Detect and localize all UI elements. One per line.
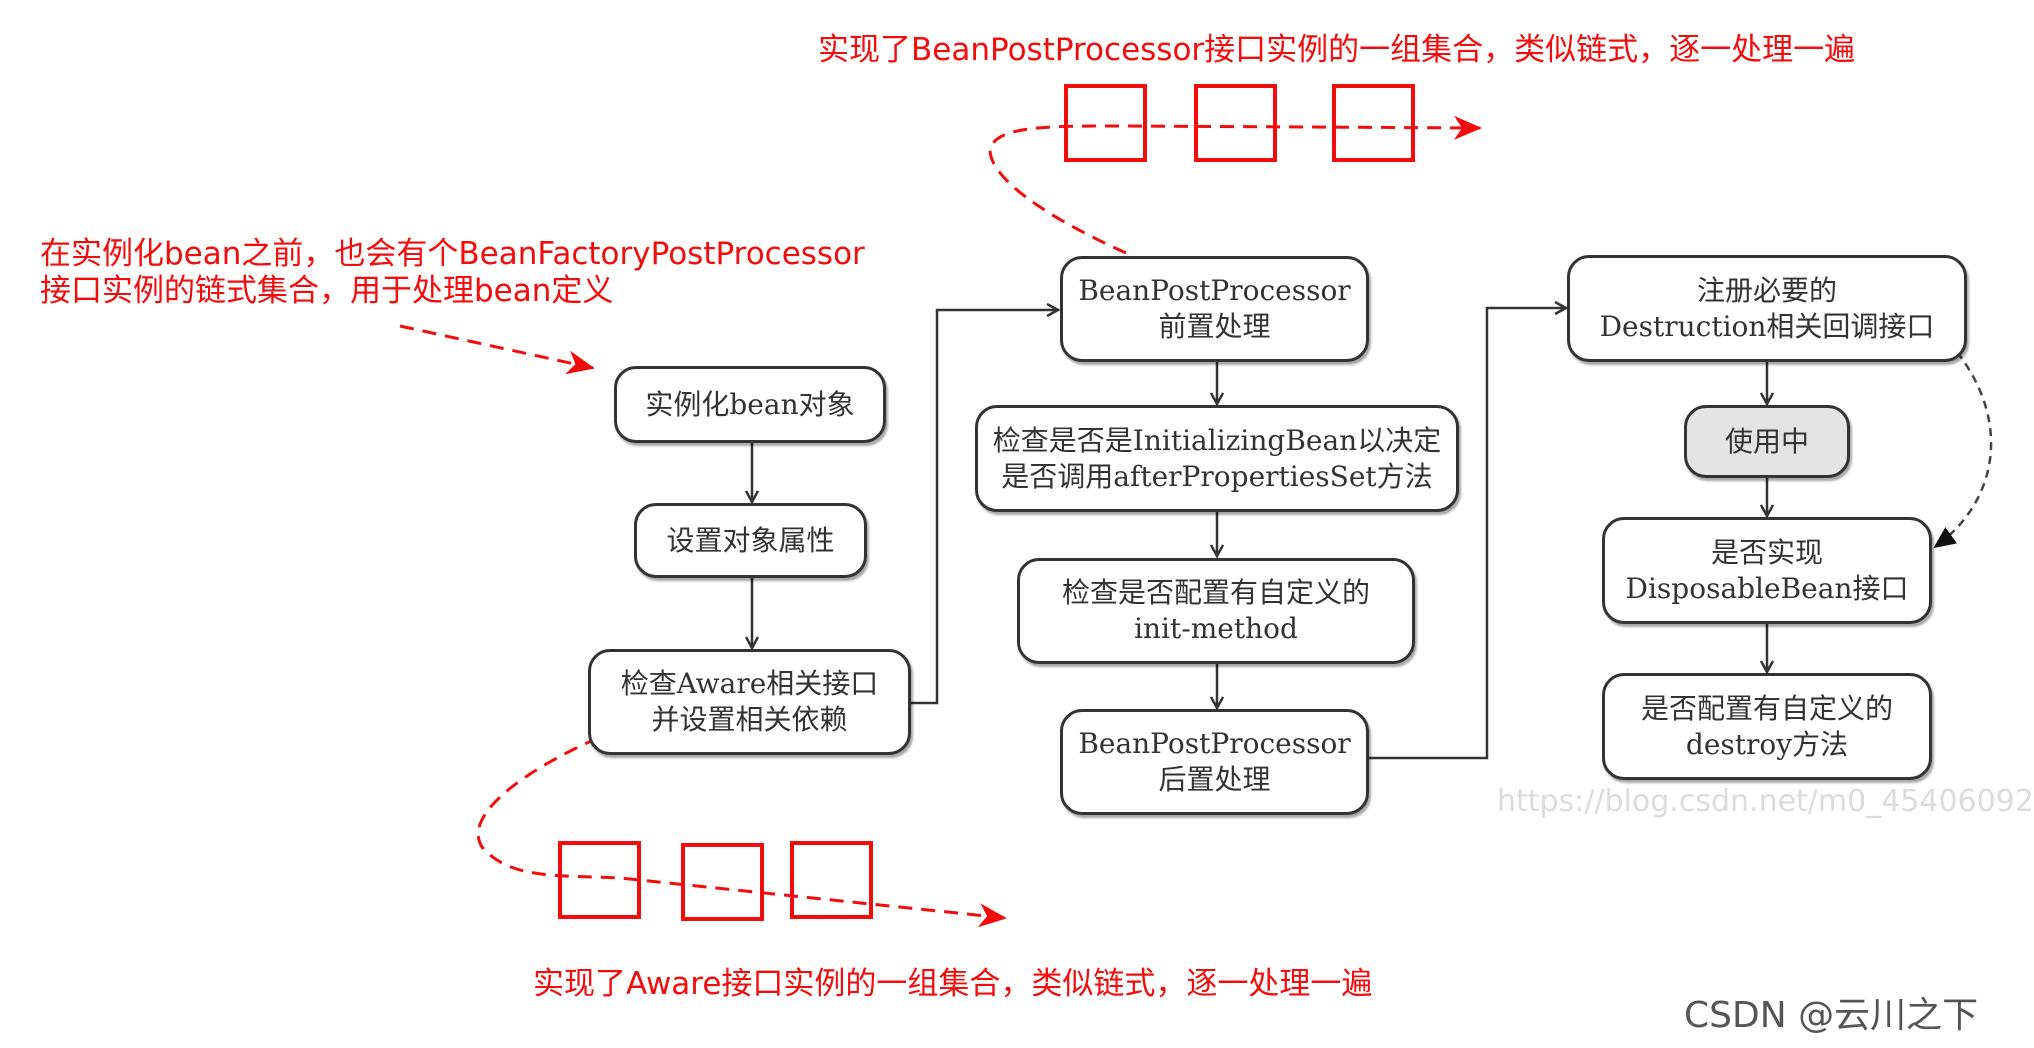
note-bpp-chain: 实现了BeanPostProcessor接口实例的一组集合，类似链式，逐一处理一… <box>818 32 1856 68</box>
node-label-line: 设置对象属性 <box>666 523 835 557</box>
bpp-chain-dashed-arrow <box>988 115 1482 255</box>
bfpp-dashed-arrow <box>399 324 595 375</box>
node-label-line: 后置处理 <box>1158 763 1271 796</box>
node-label-line: BeanPostProcessor <box>1078 727 1351 760</box>
node-set-properties: 设置对象属性 <box>634 503 867 578</box>
note-bfpp-line-1: 在实例化bean之前，也会有个BeanFactoryPostProcessor <box>40 236 865 272</box>
dashed-arrow-destruction-to-disposable <box>1933 351 1993 549</box>
aware-chain-box-3 <box>790 841 873 919</box>
node-label-line: 使用中 <box>1724 424 1809 458</box>
node-label-line: 前置处理 <box>1158 310 1271 343</box>
watermark-url: https://blog.csdn.net/m0_45406092 <box>1497 784 2034 819</box>
connectors <box>752 308 1767 760</box>
node-label-line: 并设置相关依赖 <box>651 703 848 736</box>
node-in-use: 使用中 <box>1684 405 1850 478</box>
node-label-line: 是否调用afterPropertiesSet方法 <box>1001 459 1433 493</box>
bpp-chain-box-3 <box>1332 84 1415 162</box>
node-label-line: Destruction相关回调接口 <box>1599 309 1935 343</box>
node-label-line: destroy方法 <box>1685 727 1849 761</box>
note-aware-chain: 实现了Aware接口实例的一组集合，类似链式，逐一处理一遍 <box>533 966 1373 1002</box>
node-label-line: 检查是否配置有自定义的 <box>1061 576 1370 609</box>
node-label-line: 注册必要的 <box>1696 273 1837 307</box>
node-aware-check: 检查Aware相关接口并设置相关依赖 <box>588 649 911 755</box>
aware-chain-group <box>476 736 1007 928</box>
node-label-line: init-method <box>1134 612 1298 645</box>
arrow-aware-to-bpp-before <box>911 310 1058 705</box>
node-label-line: BeanPostProcessor <box>1078 274 1351 307</box>
bpp-chain-box-1 <box>1064 84 1147 162</box>
node-label-line: 是否配置有自定义的 <box>1640 691 1893 725</box>
node-label-line: 是否实现 <box>1710 535 1823 569</box>
bpp-chain-group <box>988 84 1482 255</box>
bpp-chain-box-2 <box>1194 84 1277 162</box>
aware-chain-dashed-arrow <box>476 736 1007 928</box>
aware-chain-box-2 <box>681 843 764 921</box>
node-initializing-bean: 检查是否是InitializingBean以决定是否调用afterPropert… <box>975 405 1459 512</box>
node-label-line: 实例化bean对象 <box>645 387 855 421</box>
node-instantiate-bean: 实例化bean对象 <box>614 366 886 443</box>
aware-chain-box-1 <box>558 841 641 919</box>
node-label-line: 检查Aware相关接口 <box>620 667 879 700</box>
node-label-line: 检查是否是InitializingBean以决定 <box>992 423 1442 457</box>
watermark-csdn: CSDN @云川之下 <box>1684 995 1979 1036</box>
node-label-line: DisposableBean接口 <box>1625 571 1909 605</box>
note-bfpp-chain: 在实例化bean之前，也会有个BeanFactoryPostProcessor … <box>40 236 865 310</box>
note-bfpp-line-2: 接口实例的链式集合，用于处理bean定义 <box>40 273 614 309</box>
arrow-bpp-after-to-destruction <box>1369 308 1566 760</box>
